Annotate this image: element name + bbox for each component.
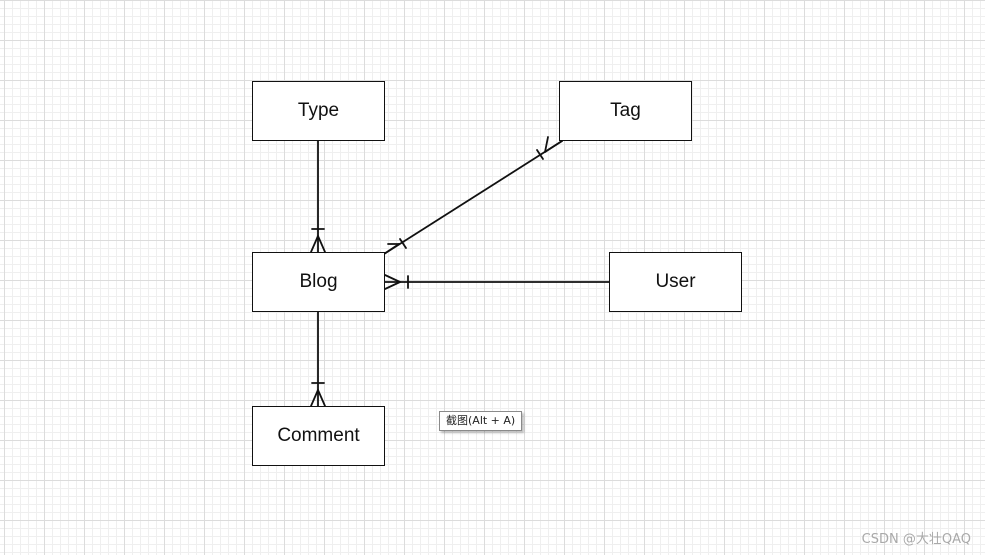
connector-blog-comment[interactable] [310, 311, 326, 407]
entity-comment[interactable]: Comment [252, 406, 385, 466]
connector-tag-blog[interactable] [383, 136, 563, 255]
entity-tag-label: Tag [610, 100, 641, 121]
entity-type-label: Type [297, 100, 340, 121]
connector-user-blog[interactable] [384, 274, 610, 290]
entity-comment-label: Comment [277, 425, 360, 446]
entity-type[interactable]: Type [252, 81, 385, 141]
screenshot-tooltip: 截图(Alt + A) [439, 411, 523, 431]
entity-user[interactable]: User [609, 252, 742, 312]
entity-blog-label: Blog [299, 271, 338, 292]
entity-blog[interactable]: Blog [252, 252, 385, 312]
watermark: CSDN @大壮QAQ [861, 532, 971, 547]
connector-type-blog[interactable] [310, 140, 326, 253]
entity-tag[interactable]: Tag [559, 81, 692, 141]
entity-user-label: User [655, 271, 696, 292]
